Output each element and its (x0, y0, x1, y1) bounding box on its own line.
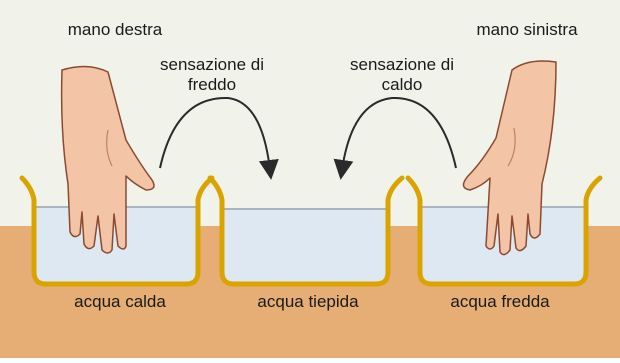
warm-sensation-label: sensazione di caldo (322, 55, 482, 95)
right-hand-label: mano destra (45, 20, 185, 40)
left-hand-label: mano sinistra (452, 20, 602, 40)
warm-water-label: acqua tiepida (228, 292, 388, 312)
warm-water-fill (222, 208, 388, 283)
cold-sensation-label: sensazione di freddo (132, 55, 292, 95)
hot-water-label: acqua calda (50, 292, 190, 312)
cold-water-label: acqua fredda (420, 292, 580, 312)
